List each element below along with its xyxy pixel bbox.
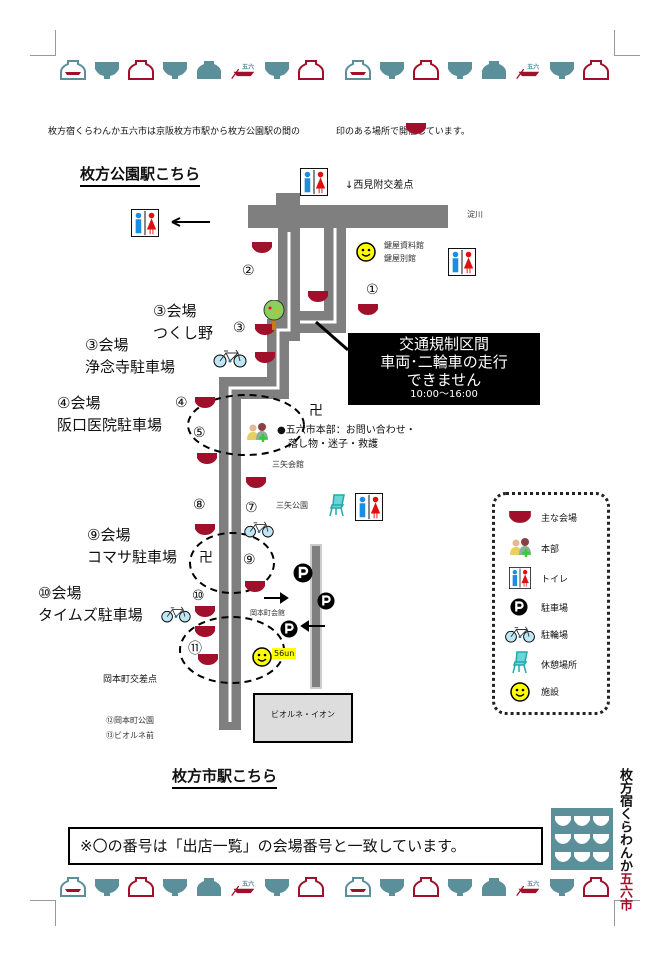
shop-56un-label: 56un	[272, 648, 297, 659]
yodogawa-label: 淀川	[467, 210, 483, 219]
kagiya-museum-label: 鍵屋資料館	[384, 241, 424, 250]
gorokuichi-logo-text: 枚方宿くらわんか五六市	[617, 768, 632, 911]
parking-icon	[293, 563, 313, 583]
bicycle-icon	[212, 348, 248, 368]
smile-facility-icon	[510, 682, 530, 702]
venue-number-10: ⑩	[192, 588, 205, 604]
venue-number-1: ①	[366, 282, 379, 298]
logo-bowl-icon	[593, 852, 609, 862]
parking-icon	[280, 620, 298, 638]
venue-number-3: ③	[233, 320, 246, 336]
smile-facility-icon	[356, 242, 376, 262]
venue-number-note: ※〇の番号は「出店一覧」の会場番号と一致しています。	[68, 827, 543, 865]
crop-mark-top-left	[30, 30, 56, 56]
venue-number-4: ④	[175, 395, 188, 411]
toilet-icon	[300, 168, 328, 196]
bicycle-icon	[160, 605, 192, 623]
temple-symbol: 卍	[199, 550, 213, 566]
venue-label-9: ⑨会場コマサ駐車場	[87, 526, 178, 566]
venue-bowl-icon	[195, 397, 215, 409]
tree-icon	[263, 300, 285, 330]
intro-text: 枚方宿くらわんか五六市は京阪枚方市駅から枚方公園駅の間の 印のある場所で開催して…	[48, 127, 470, 137]
hq-info-line2: 落し物・迷子・救護	[288, 439, 378, 450]
venue-bowl-icon	[308, 291, 328, 303]
temple-symbol: 卍	[309, 403, 323, 419]
venue-number-5: ⑤	[193, 425, 206, 441]
crop-mark-bottom-right	[614, 900, 640, 926]
venue-label-3-tsukushino: ③会場つくし野	[153, 302, 214, 342]
bicycle-icon	[243, 520, 275, 538]
logo-bowl-icon	[574, 834, 590, 844]
toilet-icon	[448, 248, 476, 276]
south-station-heading: 枚方市駅こちら	[172, 765, 278, 789]
legend-hq: 本部	[541, 545, 560, 555]
rest-area-chair-icon	[328, 493, 348, 517]
logo-bowl-icon	[555, 816, 571, 826]
venue-bowl-icon	[195, 626, 215, 638]
kagiya-annex-label: 鍵屋別館	[384, 254, 416, 263]
nishimitsuke-crossing-label: ↓西見附交差点	[345, 180, 414, 191]
logo-bowl-icon	[574, 816, 590, 826]
mitsuya-park-label: 三矢公園	[276, 501, 308, 510]
logo-bowl-icon	[555, 834, 571, 844]
venue-12-label: ⑫岡本町公園	[106, 716, 154, 725]
smile-facility-icon	[252, 647, 272, 667]
venue-bowl-icon	[197, 453, 217, 465]
venue-bowl-icon	[358, 304, 378, 316]
hq-info-line1: ●五六市本部：お問い合わせ・	[277, 425, 416, 436]
toilet-icon	[509, 567, 531, 589]
venue-number-9: ⑨	[243, 552, 256, 568]
legend-rest-area: 休憩場所	[541, 661, 578, 671]
venue-bowl-icon	[255, 352, 275, 364]
toilet-icon	[131, 209, 159, 237]
venue-number-7: ⑦	[245, 500, 258, 516]
venue-bowl-icon	[245, 581, 265, 593]
logo-bowl-icon	[593, 816, 609, 826]
headquarters-icon	[509, 537, 533, 559]
bicycle-icon	[503, 625, 537, 643]
map-legend: 主な会場 本部 トイレ 駐車場 駐輪場 休憩場所 施設	[492, 492, 610, 715]
venue-number-11: ⑪	[188, 641, 202, 657]
venue-bowl-icon	[509, 511, 531, 524]
north-station-heading: 枚方公園駅こちら	[80, 163, 201, 187]
venue-13-label: ⑬ビオルネ前	[106, 731, 154, 740]
logo-bowl-icon	[574, 852, 590, 862]
parking-icon	[510, 598, 528, 616]
venue-label-10: ⑩会場タイムズ駐車場	[38, 584, 143, 624]
okamoto-crossing-label: 岡本町交差点	[103, 675, 158, 685]
venue-number-2: ②	[242, 263, 255, 279]
venue-label-4: ④会場阪口医院駐車場	[57, 394, 163, 434]
venue-bowl-icon	[252, 242, 272, 254]
logo-bowl-icon	[593, 834, 609, 844]
venue-bowl-icon	[246, 477, 266, 489]
venue-bowl-icon	[195, 524, 215, 536]
toilet-icon	[355, 493, 383, 521]
legend-venue: 主な会場	[541, 514, 578, 524]
logo-bowl-icon	[555, 852, 571, 862]
gorokuichi-logo-mark	[551, 808, 613, 870]
venue-label-3-jonenji: ③会場浄念寺駐車場	[85, 336, 176, 376]
crop-mark-bottom-left	[30, 900, 56, 926]
venue-number-8: ⑧	[193, 497, 206, 513]
rest-area-chair-icon	[511, 650, 531, 674]
legend-bicycle-parking: 駐輪場	[541, 631, 569, 641]
okamoto-kaikan-label: 岡本町会館	[250, 609, 285, 617]
legend-facility: 施設	[541, 688, 560, 698]
crop-mark-top-right	[614, 30, 640, 56]
viorne-aeon-building: ビオルネ・イオン	[253, 693, 353, 743]
parking-icon	[317, 592, 335, 610]
legend-parking: 駐車場	[541, 604, 569, 614]
mitsuya-kaikan-label: 三矢会館	[272, 460, 304, 469]
headquarters-icon	[246, 422, 270, 444]
venue-bowl-icon	[195, 606, 215, 618]
legend-toilet: トイレ	[541, 575, 569, 585]
